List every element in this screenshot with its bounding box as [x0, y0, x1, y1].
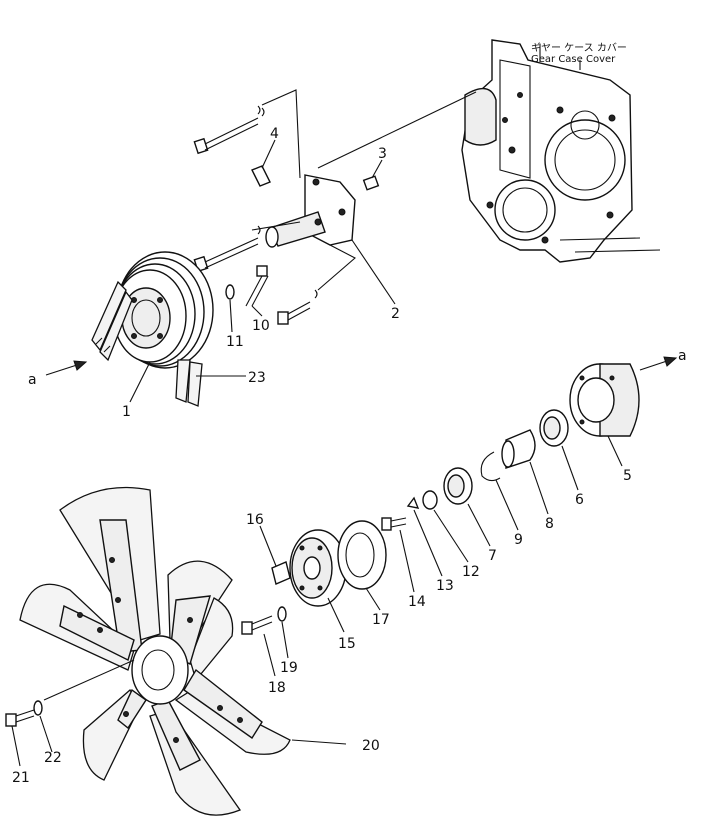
lock-washer-13	[406, 496, 420, 509]
washer-12	[422, 490, 438, 510]
cooling-fan	[19, 486, 291, 816]
plug-3	[362, 175, 380, 191]
callout-1: 1	[122, 404, 131, 420]
callout-18: 18	[268, 680, 286, 696]
callout-labels: 1 2 3 4 5 6 7 8 9 10 11 12 13 14 15 16 1…	[12, 126, 632, 786]
callout-4: 4	[270, 126, 279, 142]
caption-japanese: ギヤー ケース カバー	[531, 42, 627, 54]
callout-14: 14	[408, 594, 426, 610]
long-bolt	[193, 225, 261, 273]
leader-line	[43, 659, 135, 701]
callout-23: 23	[248, 370, 266, 386]
spacer-8	[501, 429, 536, 469]
gear-case-cover	[461, 39, 661, 263]
callout-leaders	[11, 139, 623, 767]
view-mark-left: a	[28, 372, 37, 388]
callout-10: 10	[252, 318, 270, 334]
callout-15: 15	[338, 636, 356, 652]
gasket-17	[337, 520, 387, 590]
bolt-10	[245, 265, 269, 307]
bolt-18	[241, 615, 273, 635]
grease-nipple-4	[251, 165, 271, 187]
callout-5: 5	[623, 468, 632, 484]
caption-english: Gear Case Cover	[531, 54, 616, 65]
v-belts	[91, 280, 203, 407]
bearing-6	[539, 409, 569, 447]
fan-bracket	[265, 174, 356, 248]
callout-21: 21	[12, 770, 30, 786]
callout-13: 13	[436, 578, 454, 594]
grease-nipple-16	[271, 561, 291, 585]
washer-11	[225, 284, 235, 300]
callout-8: 8	[545, 516, 554, 532]
washer-19	[277, 606, 287, 622]
callout-3: 3	[378, 146, 387, 162]
fan-pulley	[113, 251, 214, 369]
callout-7: 7	[488, 548, 497, 564]
callout-11: 11	[226, 334, 244, 350]
callout-9: 9	[514, 532, 523, 548]
bearing-housing	[569, 363, 640, 437]
callout-19: 19	[280, 660, 298, 676]
callout-22: 22	[44, 750, 62, 766]
bearing-7	[443, 467, 473, 505]
callout-20: 20	[362, 738, 380, 754]
view-mark-right: a	[678, 348, 687, 364]
view-arrow-left	[45, 360, 88, 376]
bolt-21	[5, 709, 35, 727]
callout-6: 6	[575, 492, 584, 508]
callout-12: 12	[462, 564, 480, 580]
callout-17: 17	[372, 612, 390, 628]
callout-16: 16	[246, 512, 264, 528]
leader-line	[317, 91, 477, 169]
bolt-lower	[277, 289, 318, 325]
washer-22	[33, 700, 43, 716]
fan-hub	[289, 529, 347, 607]
long-bolt	[193, 105, 265, 155]
view-arrow-right	[639, 356, 678, 371]
callout-2: 2	[391, 306, 400, 322]
snap-ring-9	[480, 451, 501, 482]
bolt-14	[381, 517, 407, 531]
